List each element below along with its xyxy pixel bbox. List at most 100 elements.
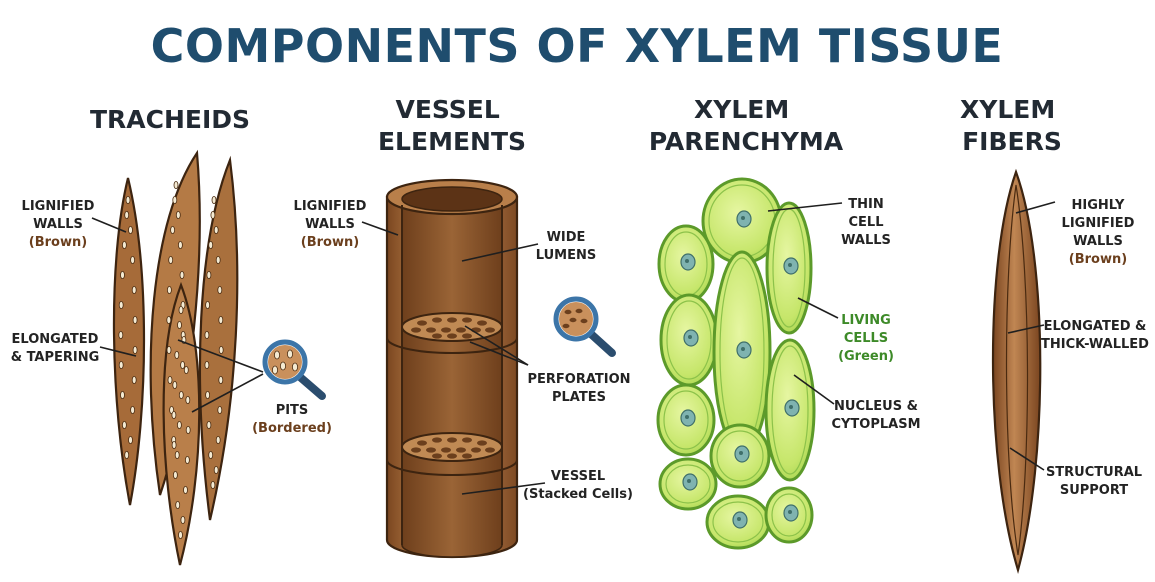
pit xyxy=(132,345,138,354)
perforation xyxy=(411,327,421,333)
svg-text:(Brown): (Brown) xyxy=(29,235,87,250)
parenchyma-heading: XYLEM PARENCHYMA xyxy=(649,95,844,156)
tracheids-heading: TRACHEIDS xyxy=(90,105,250,134)
pit xyxy=(213,225,219,234)
perforation xyxy=(411,447,421,453)
pit xyxy=(183,365,189,374)
pit xyxy=(168,255,174,264)
parenchyma-cell xyxy=(712,250,772,454)
vessel-walls-label: LIGNIFIED WALLS (Brown) xyxy=(294,199,399,250)
parenchyma-cell xyxy=(656,383,716,457)
perforation xyxy=(447,333,457,339)
perforation xyxy=(462,333,472,339)
perforation xyxy=(456,447,466,453)
fiber-walls-label: HIGHLY LIGNIFIED WALLS (Brown) xyxy=(1015,198,1135,267)
parenchyma-cell xyxy=(658,457,718,511)
perforation xyxy=(462,437,472,443)
pit xyxy=(118,300,124,309)
vessel-tube xyxy=(385,178,519,559)
pit xyxy=(178,390,184,399)
pit xyxy=(167,375,173,384)
pit xyxy=(184,455,190,464)
pit xyxy=(210,210,216,219)
svg-text:THIN: THIN xyxy=(848,197,883,212)
pit xyxy=(204,330,210,339)
svg-text:(Green): (Green) xyxy=(838,349,894,364)
pit xyxy=(174,450,180,459)
pit xyxy=(180,516,186,525)
pit xyxy=(128,435,133,444)
pit xyxy=(213,465,219,474)
perforation xyxy=(426,447,436,453)
svg-text:SUPPORT: SUPPORT xyxy=(1060,483,1128,498)
pit xyxy=(208,450,214,459)
tracheid-elongated-label: ELONGATED & TAPERING xyxy=(11,332,137,365)
svg-text:STRUCTURAL: STRUCTURAL xyxy=(1046,465,1142,480)
tracheid-cells xyxy=(112,149,239,566)
vessel-heading: VESSEL ELEMENTS xyxy=(378,95,526,156)
pit xyxy=(178,531,183,540)
pit xyxy=(177,320,182,329)
pit xyxy=(206,270,212,279)
pit xyxy=(208,240,214,249)
pit xyxy=(206,420,212,429)
svg-text:(Stacked Cells): (Stacked Cells) xyxy=(523,487,633,502)
pit xyxy=(122,240,127,249)
svg-text:CELL: CELL xyxy=(849,215,884,230)
pit xyxy=(217,405,223,414)
pit xyxy=(180,360,186,369)
vessel-stacked-label: VESSEL (Stacked Cells) xyxy=(461,469,633,502)
pit xyxy=(218,345,224,354)
parenchyma-cell xyxy=(657,224,715,304)
perforation xyxy=(447,317,457,323)
perforation xyxy=(441,447,451,453)
perforation xyxy=(432,317,442,323)
pit xyxy=(122,420,127,429)
svg-text:WIDE: WIDE xyxy=(547,230,586,245)
perforation xyxy=(477,320,487,326)
pit xyxy=(210,480,216,489)
tracheid-cell xyxy=(198,155,239,521)
svg-text:NUCLEUS &: NUCLEUS & xyxy=(834,399,918,414)
parenchyma-cell xyxy=(709,423,771,489)
perforation xyxy=(471,447,481,453)
perforation-plate xyxy=(401,432,503,462)
svg-text:ELONGATED: ELONGATED xyxy=(12,332,99,347)
pit xyxy=(211,195,217,204)
pit xyxy=(185,395,191,404)
pit xyxy=(166,315,172,324)
svg-text:CELLS: CELLS xyxy=(844,331,888,346)
pit xyxy=(215,255,221,264)
pit xyxy=(170,225,176,234)
pit xyxy=(205,390,211,399)
perforation xyxy=(462,317,472,323)
pit xyxy=(166,345,172,354)
pit xyxy=(130,255,136,264)
pit xyxy=(177,240,183,249)
perforation xyxy=(417,320,427,326)
fiber-support-label: STRUCTURAL SUPPORT xyxy=(1009,447,1142,498)
pit xyxy=(215,435,221,444)
parenchyma-cell xyxy=(764,338,816,482)
pit xyxy=(130,405,136,414)
pit xyxy=(178,305,184,314)
svg-text:THICK-WALLED: THICK-WALLED xyxy=(1041,337,1149,352)
perforation xyxy=(447,453,457,459)
parenchyma-cells xyxy=(656,177,816,550)
perforation xyxy=(432,453,442,459)
svg-text:(Bordered): (Bordered) xyxy=(252,421,332,436)
tracheids-section: TRACHEIDS LIGNIFIED WALLS (Brown) ELONGA… xyxy=(11,105,332,566)
pit xyxy=(218,375,224,384)
svg-text:WALLS: WALLS xyxy=(305,217,355,232)
pit xyxy=(173,180,179,189)
perforation-plate xyxy=(401,312,503,342)
svg-text:WALLS: WALLS xyxy=(841,233,891,248)
tracheid-cell xyxy=(112,177,146,506)
parenchyma-nucleus-label: NUCLEUS & CYTOPLASM xyxy=(793,374,921,432)
pit xyxy=(175,500,181,509)
perforation xyxy=(477,440,487,446)
svg-text:CYTOPLASM: CYTOPLASM xyxy=(831,417,920,432)
pit xyxy=(131,375,137,384)
perforation xyxy=(462,453,472,459)
svg-text:(Brown): (Brown) xyxy=(1069,252,1127,267)
